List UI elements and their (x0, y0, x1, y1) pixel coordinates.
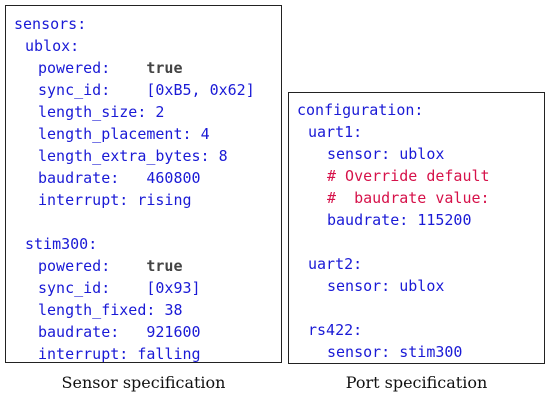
code-line: sensor: ublox (289, 275, 544, 297)
field-value: 115200 (417, 211, 472, 229)
code-line: sensor: ublox (289, 143, 544, 165)
field-value: ublox (399, 277, 445, 295)
blank-line (6, 211, 281, 233)
root-key-sensors: sensors: (14, 15, 87, 33)
field-value: [0x93] (146, 279, 201, 297)
field-key: baudrate: (38, 169, 120, 187)
port-name-uart1: uart1: (308, 123, 363, 141)
code-line: length_extra_bytes: 8 (6, 145, 281, 167)
code-line: length_size: 2 (6, 101, 281, 123)
sensor-name-stim300: stim300: (25, 235, 98, 253)
blank-line (289, 297, 544, 319)
comment-line: # Override default (327, 167, 490, 185)
code-line: interrupt: rising (6, 189, 281, 211)
field-key: baudrate: (327, 211, 409, 229)
field-key: powered: (38, 59, 111, 77)
field-value: true (146, 59, 183, 77)
field-value: 460800 (146, 169, 201, 187)
field-key: sync_id: (38, 279, 111, 297)
field-value: rising (137, 191, 192, 209)
root-key-configuration: configuration: (297, 101, 424, 119)
code-line: stim300: (6, 233, 281, 255)
code-line: sync_id: [0xB5, 0x62] (6, 79, 281, 101)
code-line: uart2: (289, 253, 544, 275)
code-line: uart1: (289, 121, 544, 143)
code-line: length_placement: 4 (6, 123, 281, 145)
field-key: powered: (38, 257, 111, 275)
field-value: true (146, 257, 183, 275)
code-line: baudrate: 460800 (6, 167, 281, 189)
field-value: 921600 (146, 323, 201, 341)
field-key: length_placement: (38, 125, 192, 143)
sensor-name-ublox: ublox: (25, 37, 80, 55)
field-key: baudrate: (38, 323, 120, 341)
code-line: configuration: (289, 99, 544, 121)
field-value: falling (137, 345, 201, 363)
sensor-spec-caption: Sensor specification (61, 373, 226, 392)
field-key: length_fixed: (38, 301, 156, 319)
code-line: sensors: (6, 13, 281, 35)
code-line: sensor: stim300 (289, 341, 544, 363)
port-spec-code-block: configuration: uart1: sensor: ublox # Ov… (288, 92, 545, 364)
code-line: # baudrate value: (289, 187, 544, 209)
field-value: 2 (155, 103, 165, 121)
code-line: sync_id: [0x93] (6, 277, 281, 299)
field-value: 8 (218, 147, 228, 165)
code-line: ublox: (6, 35, 281, 57)
field-value: stim300 (399, 343, 463, 361)
code-line: baudrate: 921600 (6, 321, 281, 343)
field-key: interrupt: (38, 191, 129, 209)
field-key: sensor: (327, 343, 391, 361)
code-line: powered: true (6, 255, 281, 277)
field-key: interrupt: (38, 345, 129, 363)
field-value: [0xB5, 0x62] (146, 81, 255, 99)
field-value: ublox (399, 145, 445, 163)
field-key: sensor: (327, 277, 391, 295)
code-line: powered: true (6, 57, 281, 79)
field-key: sync_id: (38, 81, 111, 99)
field-value: 4 (200, 125, 210, 143)
code-line: baudrate: 115200 (289, 209, 544, 231)
port-spec-caption: Port specification (345, 373, 488, 392)
field-key: length_extra_bytes: (38, 147, 210, 165)
code-line: # Override default (289, 165, 544, 187)
code-line: interrupt: falling (6, 343, 281, 365)
port-name-rs422: rs422: (308, 321, 363, 339)
code-line: rs422: (289, 319, 544, 341)
field-value: 38 (164, 301, 183, 319)
port-name-uart2: uart2: (308, 255, 363, 273)
sensor-spec-code-block: sensors: ublox: powered: true sync_id: [… (5, 5, 282, 363)
field-key: sensor: (327, 145, 391, 163)
comment-line: # baudrate value: (327, 189, 490, 207)
field-key: length_size: (38, 103, 147, 121)
code-line: length_fixed: 38 (6, 299, 281, 321)
blank-line (289, 231, 544, 253)
